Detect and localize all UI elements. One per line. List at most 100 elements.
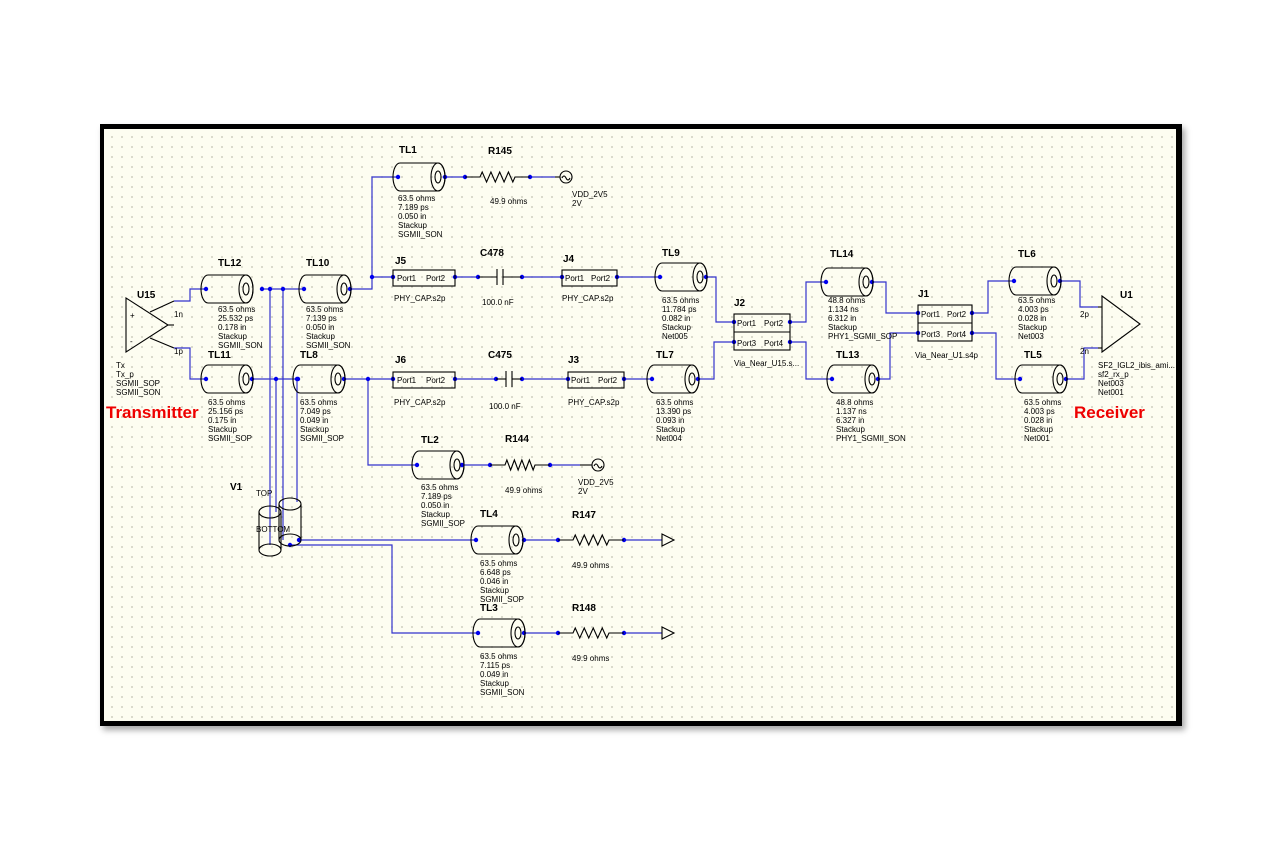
s4p-block-j1[interactable]: Port1 Port2 Port3 Port4 J1 Via_Near_U1.s… [915,289,979,360]
tl14-attr: 48.8 ohms [828,296,865,305]
r144-value: 49.9 ohms [505,486,542,495]
tl8-ref: TL8 [300,350,318,361]
j6-file: PHY_CAP.s2p [394,398,446,407]
tl12-attr: SGMII_SON [218,341,263,350]
tl13-ref: TL13 [836,350,860,361]
tl8-attr: SGMII_SOP [300,434,344,443]
vdd-source-top[interactable]: VDD_2V5 2V [555,170,608,208]
tl2-attr: 0.050 in [421,501,449,510]
tl1-attr: 7.189 ps [398,203,429,212]
tl11-attr: 63.5 ohms [208,398,245,407]
coax-core-icon [696,270,704,284]
resistor-zigzag-icon [558,626,624,640]
tl13-attr: 6.327 in [836,416,864,425]
driver-u15[interactable]: + - U15 1n 1p Tx Tx_p SGMII_SOP SGMII_SO… [116,290,183,397]
j4-ref: J4 [563,254,575,265]
tl3-attr: 63.5 ohms [480,652,517,661]
coax-body-icon [292,364,346,394]
tl1-ref: TL1 [399,145,417,156]
via-bottom-label: BOTTOM [256,525,290,534]
resistor-zigzag-icon [465,170,530,184]
s2p-block-j6[interactable]: Port1 Port2 J6 PHY_CAP.s2p [392,355,456,407]
u15-ref: U15 [137,290,156,301]
voltage-source-icon [591,458,605,472]
vdd-value: 2V [578,487,588,496]
tl12-ref: TL12 [218,258,242,269]
tl10-attr: 7.139 ps [306,314,337,323]
tl2-attr: Stackup [421,510,450,519]
voltage-source-icon [559,170,573,184]
port-label: Port1 [397,376,417,385]
capacitor-c478[interactable]: C478 100.0 nF [478,248,522,307]
coax-core-icon [862,275,870,289]
s2p-block-j4[interactable]: Port1 Port2 J4 PHY_CAP.s2p [561,254,618,303]
tl2-attr: 63.5 ohms [421,483,458,492]
tl9-attr: Stackup [662,323,691,332]
coax-body-icon [298,274,352,304]
port-label: Port2 [947,310,967,319]
tl12-attr: 0.178 in [218,323,246,332]
port-label: Port1 [921,310,941,319]
tl4-attr: SGMII_SOP [480,595,524,604]
tl11-attr: Stackup [208,425,237,434]
termination-arrow-icon [661,626,676,640]
j2-ref: J2 [734,298,746,309]
coax-end-icon [449,450,465,480]
port-label: Port2 [764,319,784,328]
tl2-attr: SGMII_SOP [421,519,465,528]
coax-end-icon [684,364,700,394]
tl5-attr: Net001 [1024,434,1050,443]
tl8-attr: Stackup [300,425,329,434]
tl5-attr: 0.028 in [1024,416,1052,425]
port-label: Port2 [426,376,446,385]
tl4-ref: TL4 [480,509,498,520]
resistor-zigzag-icon [558,533,624,547]
tl7-attr: Stackup [656,425,685,434]
port-label: Port3 [737,339,757,348]
coax-end-icon [858,267,874,297]
v1-ref: V1 [230,482,243,493]
receiver-u1[interactable]: U1 2p 2n SF2_IGL2_ibis_ami... sf2_rx_p N… [1080,290,1175,397]
tl7-attr: Net004 [656,434,682,443]
vdd-name: VDD_2V5 [578,478,614,487]
port-label: Port1 [565,274,585,283]
driver-triangle-icon [125,296,170,354]
coax-end-icon [336,274,352,304]
vdd-source-bottom[interactable]: VDD_2V5 2V [578,458,614,496]
s4p-block-j2[interactable]: Port1 Port2 Port3 Port4 J2 Via_Near_U15.… [733,298,799,368]
tl1-attr: 63.5 ohms [398,194,435,203]
tl8-attr: 63.5 ohms [300,398,337,407]
tl14-attr: Stackup [828,323,857,332]
tl5-attr: 4.003 ps [1024,407,1055,416]
port-label: Port3 [921,330,941,339]
s2p-block-j3[interactable]: Port1 Port2 J3 PHY_CAP.s2p [567,355,625,407]
c475-ref: C475 [488,350,512,361]
port-label: Port4 [764,339,784,348]
capacitor-c475[interactable]: C475 100.0 nF [488,350,522,411]
tl7-attr: 13.390 ps [656,407,691,416]
s2p-block-j5[interactable]: Port1 Port2 J5 PHY_CAP.s2p [392,256,456,303]
coax-core-icon [453,458,461,472]
via-v1[interactable]: V1 TOP BOTTOM [230,482,302,557]
tl13-attr: 48.8 ohms [836,398,873,407]
u1-attr: Net001 [1098,388,1124,397]
coax-end-icon [238,274,254,304]
